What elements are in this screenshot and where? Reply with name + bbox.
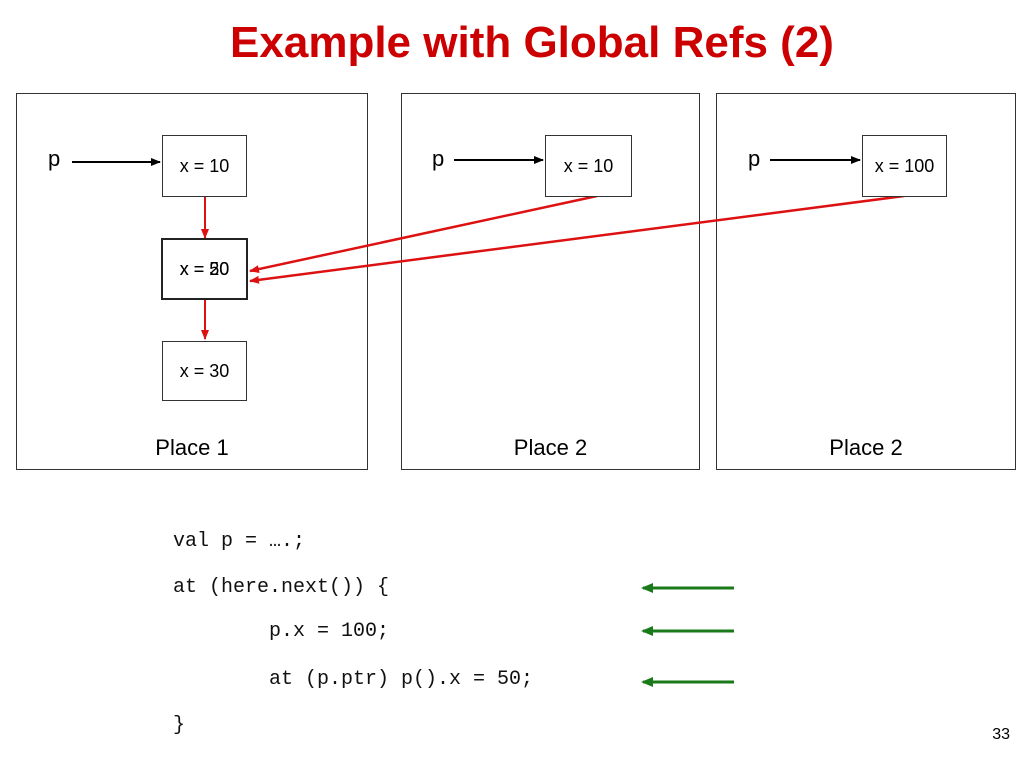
place-3-label: Place 2	[829, 435, 903, 460]
code-line-5: }	[173, 714, 186, 737]
node-value: x = 10	[563, 155, 614, 176]
node-value-new: x = 50	[179, 258, 230, 279]
place-2-label: Place 2	[513, 435, 588, 460]
pointer-label-place-3: p	[748, 146, 761, 171]
code-line-4: at (p.ptr) p().x = 50;	[173, 668, 534, 691]
code-line-1: val p = ….;	[173, 530, 306, 553]
global-ref-arrow-place-3	[249, 194, 905, 284]
slide-title: Example with Global Refs (2)	[230, 18, 834, 67]
node-value: x = 30	[179, 360, 230, 381]
node-place-1-second: x = 20 x = 50	[161, 238, 248, 300]
code-line-3: p.x = 100;	[173, 620, 390, 643]
node-place-3: x = 100	[862, 135, 947, 197]
code-line-2: at (here.next()) {	[173, 576, 390, 599]
node-value: x = 10	[179, 155, 230, 176]
node-value-old: x = 20	[179, 258, 230, 279]
node-place-1-third: x = 30	[162, 341, 247, 401]
node-value: x = 100	[874, 155, 935, 176]
overlapped-node-values: x = 20 x = 50	[180, 259, 230, 280]
pointer-label-place-1: p	[48, 146, 61, 171]
page-number: 33	[992, 726, 1010, 743]
pointer-label-place-2: p	[432, 146, 445, 171]
place-1-label: Place 1	[155, 435, 229, 460]
node-place-2: x = 10	[545, 135, 632, 197]
global-ref-arrow-place-2	[249, 194, 598, 274]
node-place-1-first: x = 10	[162, 135, 247, 197]
